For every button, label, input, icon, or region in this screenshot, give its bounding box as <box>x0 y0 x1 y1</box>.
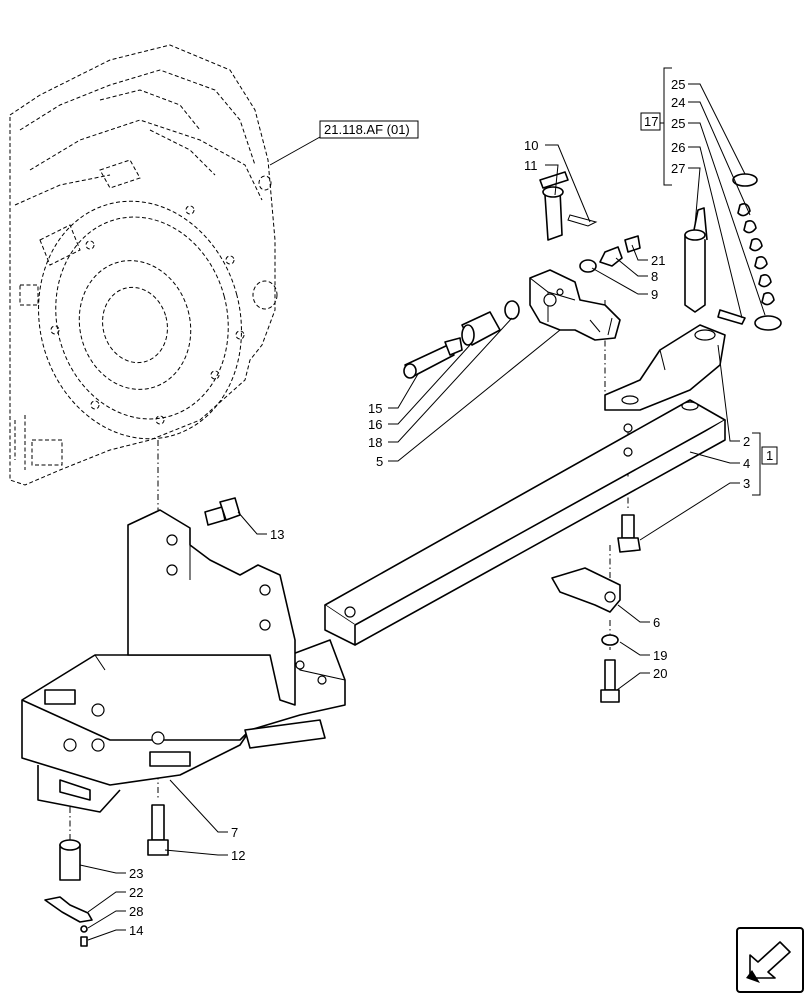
clevis-bracket <box>529 269 621 341</box>
callout-8: 8 <box>651 269 658 284</box>
callout-16: 16 <box>368 417 382 432</box>
transmission-housing <box>9 44 278 486</box>
callout-10: 10 <box>524 138 538 153</box>
callout-numbers: 25 24 25 26 27 10 11 21 8 9 15 16 18 5 2… <box>129 77 750 938</box>
bushing-pin-spacer <box>403 300 520 379</box>
next-page-arrow-icon[interactable] <box>736 927 804 993</box>
hitch-eye <box>604 324 726 411</box>
reference-label-text: 21.118.AF (01) <box>324 122 410 137</box>
callout-11: 11 <box>524 158 538 173</box>
reference-label[interactable]: 21.118.AF (01) <box>319 120 419 139</box>
callout-20: 20 <box>653 666 667 681</box>
callout-28: 28 <box>129 904 143 919</box>
callout-12: 12 <box>231 848 245 863</box>
callout-18: 18 <box>368 435 382 450</box>
callout-3: 3 <box>743 476 750 491</box>
callout-25a: 25 <box>671 77 685 92</box>
callout-6: 6 <box>653 615 660 630</box>
kit-box-17-text: 17 <box>644 114 658 129</box>
callout-5: 5 <box>376 454 383 469</box>
callout-27: 27 <box>671 161 685 176</box>
drawbar-support-bracket <box>21 509 346 813</box>
callout-4: 4 <box>743 456 750 471</box>
callout-14: 14 <box>129 923 143 938</box>
chain-assembly <box>732 173 782 331</box>
callout-7: 7 <box>231 825 238 840</box>
drawbar <box>324 399 726 646</box>
lower-pin-assembly <box>44 804 169 947</box>
callout-19: 19 <box>653 648 667 663</box>
pin-with-cotter <box>539 171 598 241</box>
kit-box-1-text: 1 <box>766 448 773 463</box>
kit-box-1: 1 <box>761 446 778 465</box>
hitch-pin <box>684 207 746 325</box>
callout-25b: 25 <box>671 116 685 131</box>
callout-26: 26 <box>671 140 685 155</box>
callout-9: 9 <box>651 287 658 302</box>
nut-washer-bolt <box>579 235 641 273</box>
callout-13: 13 <box>270 527 284 542</box>
leader-lines <box>79 83 766 941</box>
bolt-13 <box>204 497 241 526</box>
callout-15: 15 <box>368 401 382 416</box>
kit-brackets <box>660 67 761 496</box>
kit-box-17: 17 <box>640 112 661 131</box>
drawbar-lower-hardware <box>551 514 641 703</box>
callout-21: 21 <box>651 253 665 268</box>
callout-2: 2 <box>743 434 750 449</box>
callout-23: 23 <box>129 866 143 881</box>
callout-24: 24 <box>671 95 685 110</box>
callout-22: 22 <box>129 885 143 900</box>
